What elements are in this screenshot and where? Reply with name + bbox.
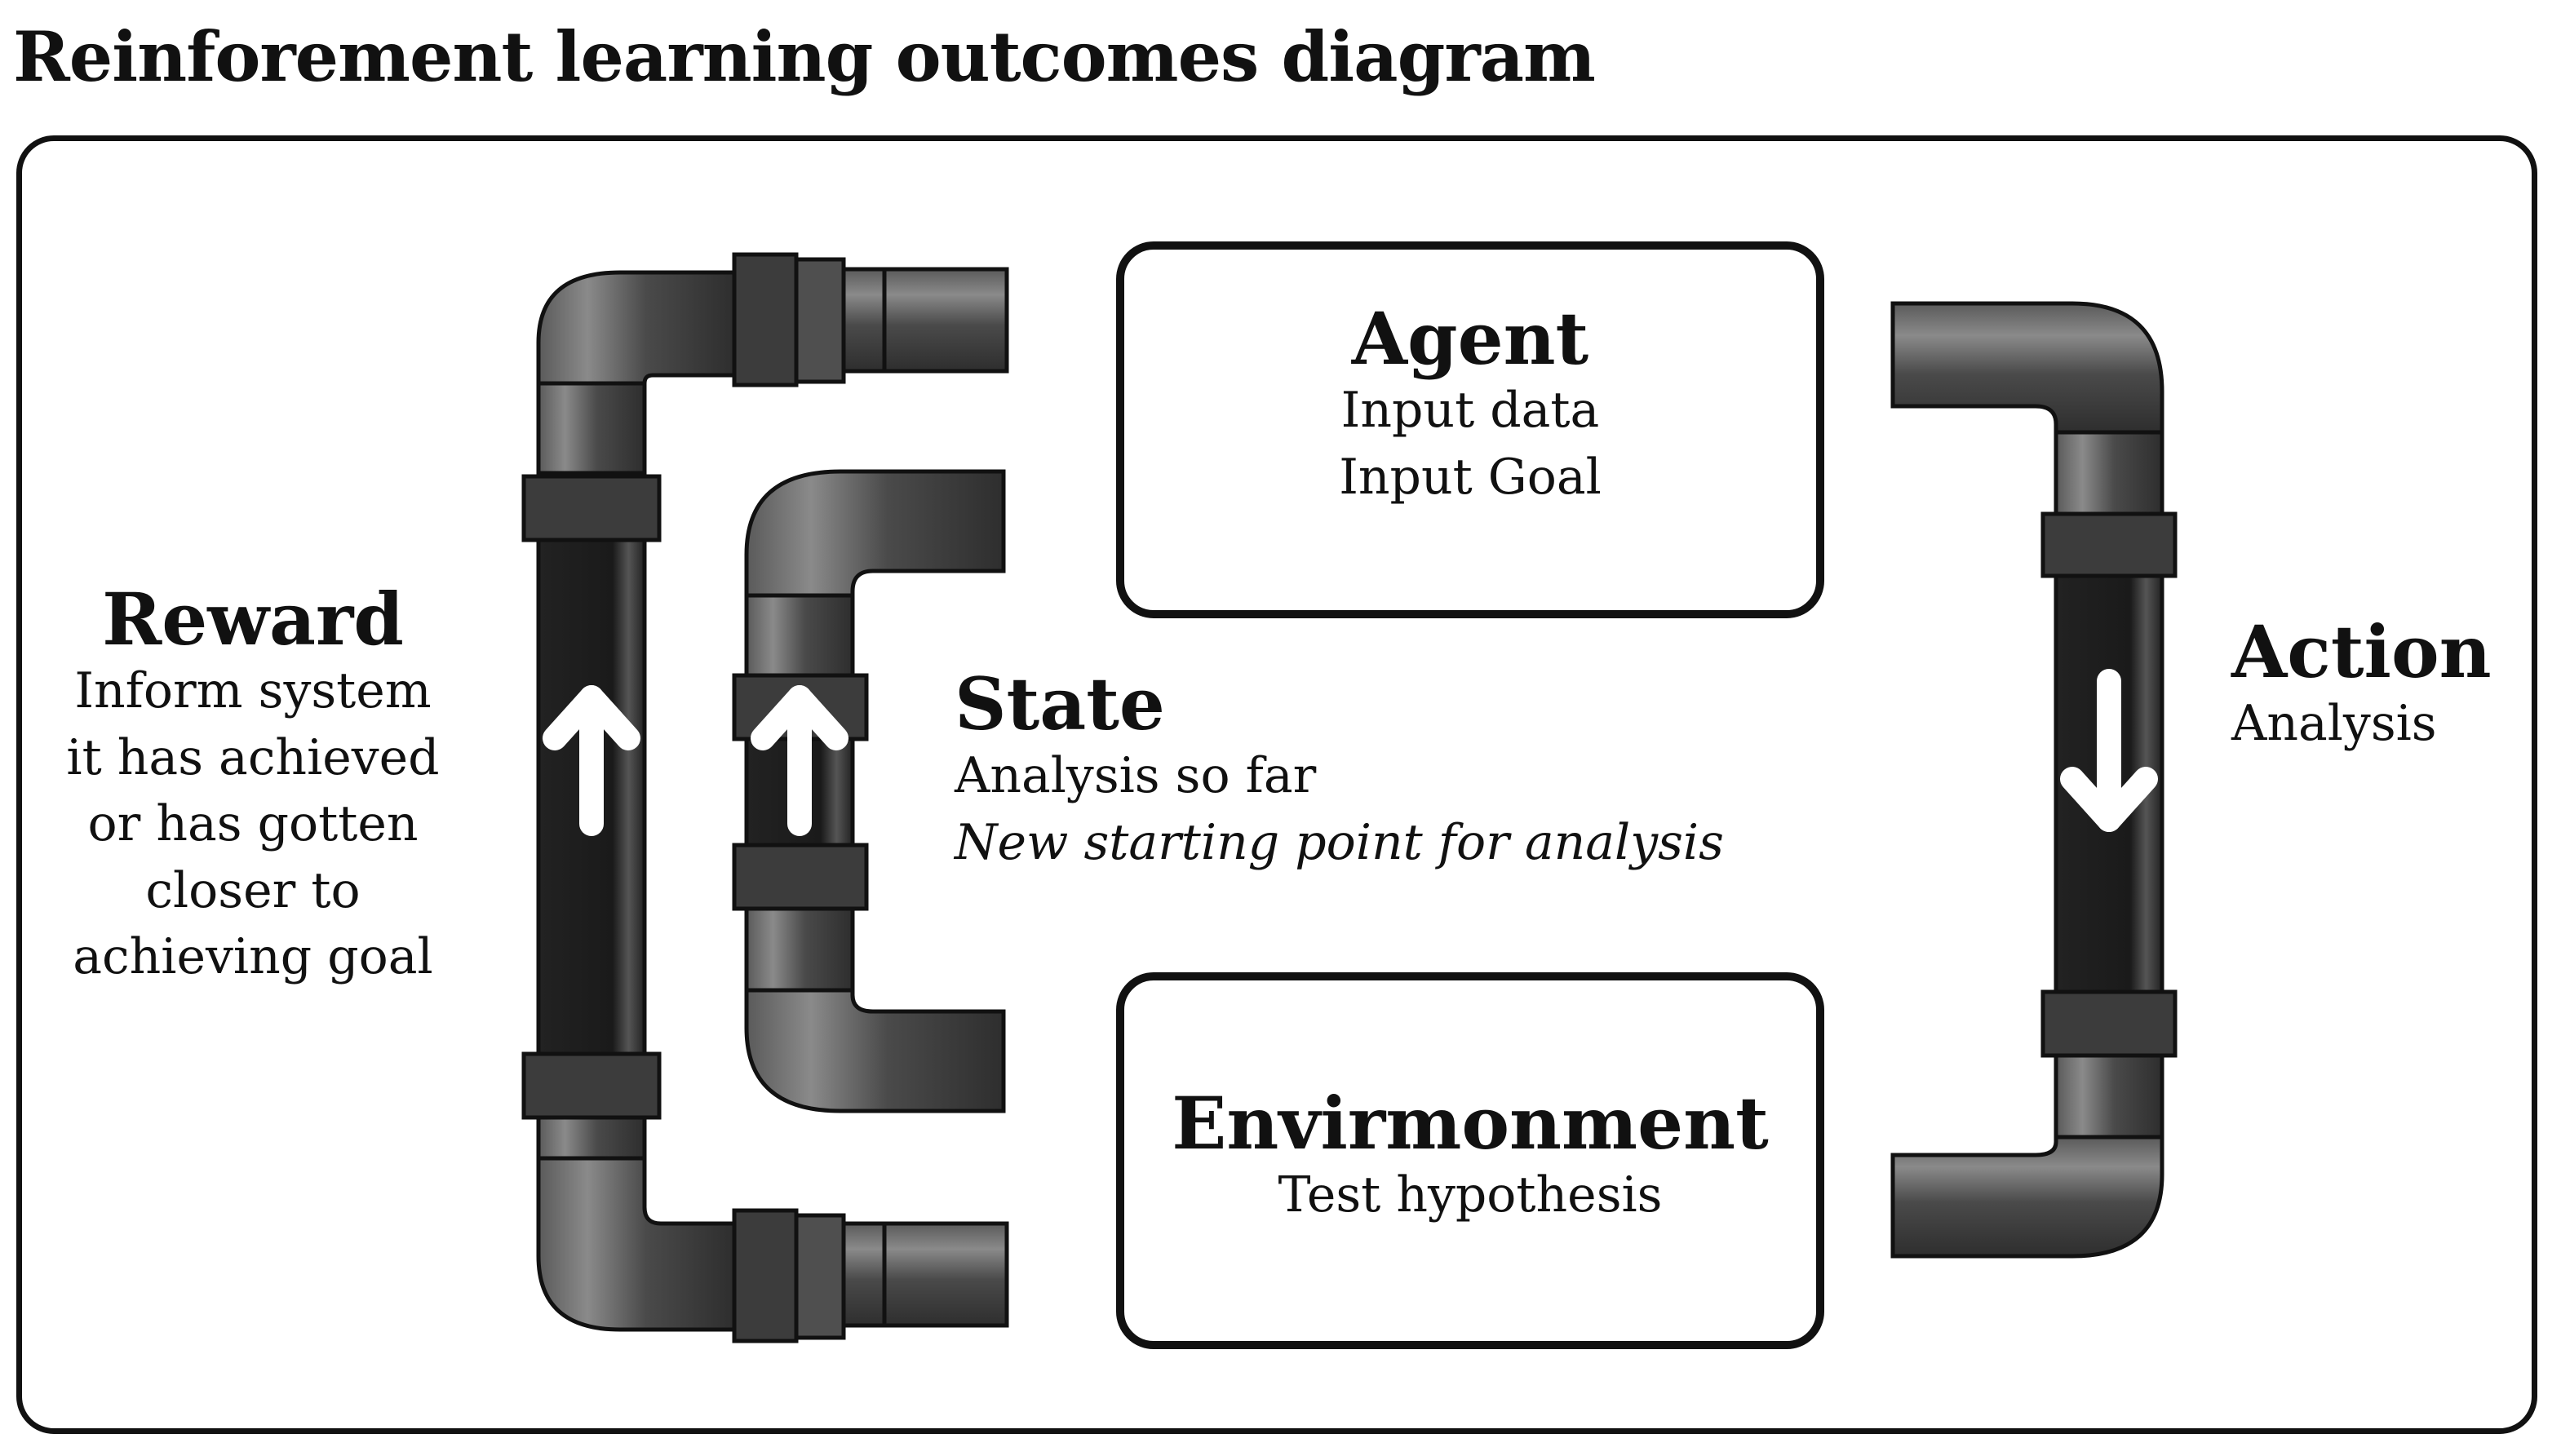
reward-arrow-up-icon xyxy=(543,685,640,836)
action-line-1: Analysis xyxy=(2231,695,2437,753)
action-label: Action Analysis xyxy=(2231,613,2492,758)
reward-line-3: or has gotten xyxy=(87,795,419,853)
state-label: State Analysis so far New starting point… xyxy=(955,662,1724,876)
reward-line-1: Inform system xyxy=(74,662,432,720)
agent-line-1: Input data xyxy=(1340,382,1600,440)
reward-pipe xyxy=(521,252,1009,1343)
action-arrow-down-icon xyxy=(2060,669,2158,832)
diagram-title: Reinforement learning outcomes diagram xyxy=(13,16,1596,97)
state-heading: State xyxy=(955,662,1165,746)
reward-line-5: achieving goal xyxy=(73,928,433,986)
agent-box: Agent Input data Input Goal xyxy=(1116,241,1824,618)
environment-line-1: Test hypothesis xyxy=(1278,1166,1663,1224)
reward-heading: Reward xyxy=(102,577,404,662)
agent-heading: Agent xyxy=(1351,296,1589,381)
environment-heading: Envirmonment xyxy=(1172,1081,1769,1166)
diagram-frame xyxy=(16,135,2537,1434)
reward-label: Reward Inform system it has achieved or … xyxy=(49,577,457,991)
reward-line-4: closer to xyxy=(145,861,361,919)
state-arrow-up-icon xyxy=(751,685,848,836)
state-line-2: New starting point for analysis xyxy=(955,813,1724,871)
environment-box: Envirmonment Test hypothesis xyxy=(1116,972,1824,1349)
state-pipe xyxy=(732,469,1006,1113)
action-heading: Action xyxy=(2231,609,2492,694)
reward-line-2: it has achieved xyxy=(66,728,440,786)
agent-line-2: Input Goal xyxy=(1339,448,1602,506)
state-line-1: Analysis so far xyxy=(955,747,1317,805)
